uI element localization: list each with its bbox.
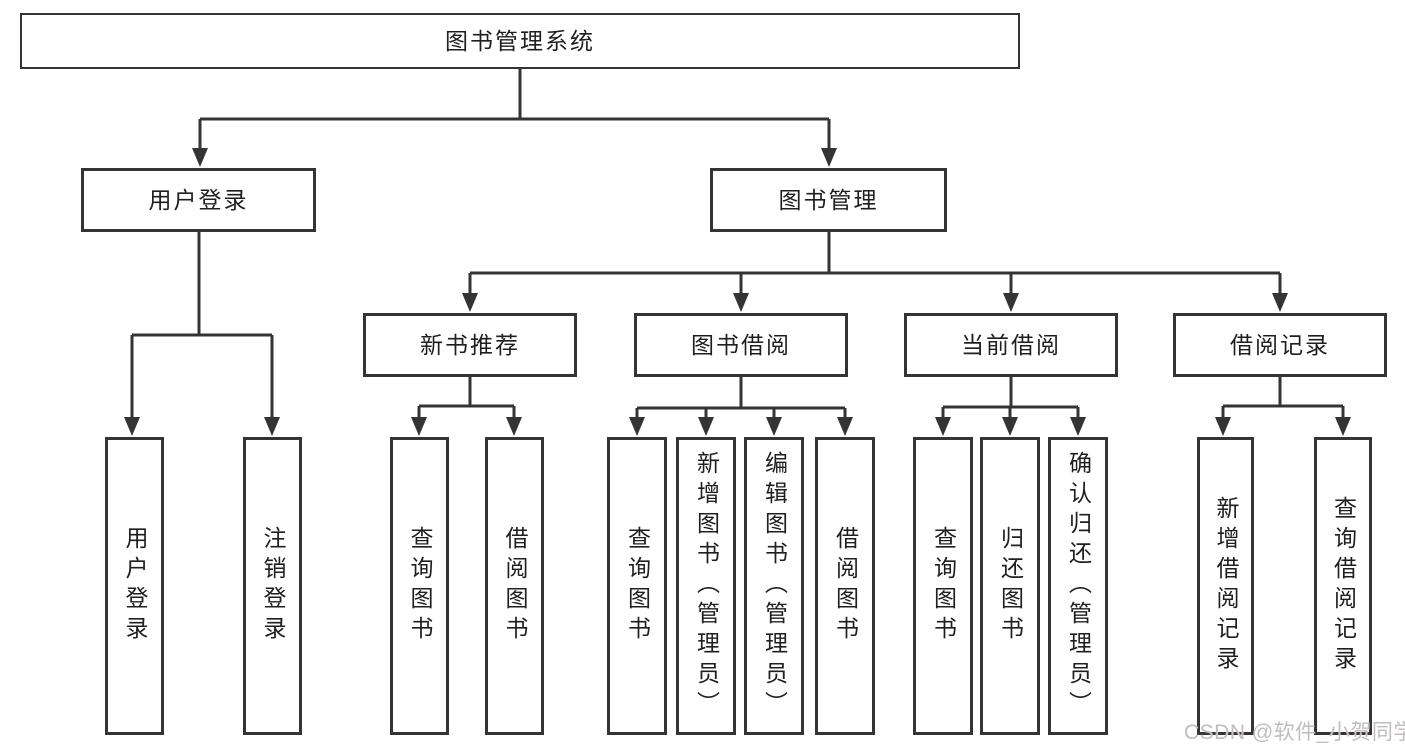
node-search-books-borrowing-label: 查询图书 <box>624 526 651 646</box>
node-search-books-current: 查询图书 <box>913 437 973 735</box>
node-book-borrowing: 图书借阅 <box>634 313 848 377</box>
node-logout-label: 注销登录 <box>260 526 286 646</box>
node-add-book-admin-label: 新增图书（管理员） <box>693 451 720 721</box>
node-user-login-label: 用户登录 <box>148 186 249 213</box>
node-user-login-leaf-label: 用户登录 <box>122 526 148 646</box>
node-confirm-return-admin-label: 确认归还（管理员） <box>1065 451 1092 721</box>
node-search-books-recommend-label: 查询图书 <box>407 526 433 646</box>
node-add-borrow-record-label: 新增借阅记录 <box>1213 496 1239 676</box>
node-edit-book-admin: 编辑图书（管理员） <box>744 437 804 735</box>
connector-lines <box>130 69 1345 419</box>
node-user-login-leaf: 用户登录 <box>105 437 164 735</box>
node-search-books-borrowing: 查询图书 <box>607 437 667 735</box>
node-borrow-books-leaf: 借阅图书 <box>815 437 875 735</box>
node-book-borrowing-label: 图书借阅 <box>691 331 791 358</box>
watermark: CSDN @软件_小贺同学 <box>1184 721 1405 744</box>
node-edit-book-admin-label: 编辑图书（管理员） <box>761 451 788 721</box>
node-logout: 注销登录 <box>243 437 302 735</box>
node-book-management: 图书管理 <box>710 168 947 232</box>
node-return-book: 归还图书 <box>980 437 1040 735</box>
node-borrowing-records-label: 借阅记录 <box>1230 331 1330 358</box>
node-search-borrow-record: 查询借阅记录 <box>1314 437 1372 735</box>
node-confirm-return-admin: 确认归还（管理员） <box>1048 437 1108 735</box>
node-borrow-books-leaf-label: 借阅图书 <box>832 526 859 646</box>
node-book-management-label: 图书管理 <box>778 186 879 213</box>
node-new-book-recommend: 新书推荐 <box>363 313 577 377</box>
node-borrow-books-recommend-label: 借阅图书 <box>502 526 528 646</box>
node-library-system-label: 图书管理系统 <box>445 27 595 54</box>
node-library-system: 图书管理系统 <box>20 13 1020 69</box>
node-search-borrow-record-label: 查询借阅记录 <box>1330 496 1357 676</box>
node-borrow-books-recommend: 借阅图书 <box>485 437 544 735</box>
node-current-borrowing-label: 当前借阅 <box>961 331 1061 358</box>
node-borrowing-records: 借阅记录 <box>1173 313 1387 377</box>
node-search-books-current-label: 查询图书 <box>930 526 957 646</box>
node-new-book-recommend-label: 新书推荐 <box>420 331 520 358</box>
node-add-book-admin: 新增图书（管理员） <box>676 437 736 735</box>
node-search-books-recommend: 查询图书 <box>390 437 449 735</box>
node-return-book-label: 归还图书 <box>997 526 1024 646</box>
node-user-login: 用户登录 <box>81 168 316 232</box>
node-current-borrowing: 当前借阅 <box>904 313 1118 377</box>
node-add-borrow-record: 新增借阅记录 <box>1197 437 1254 735</box>
